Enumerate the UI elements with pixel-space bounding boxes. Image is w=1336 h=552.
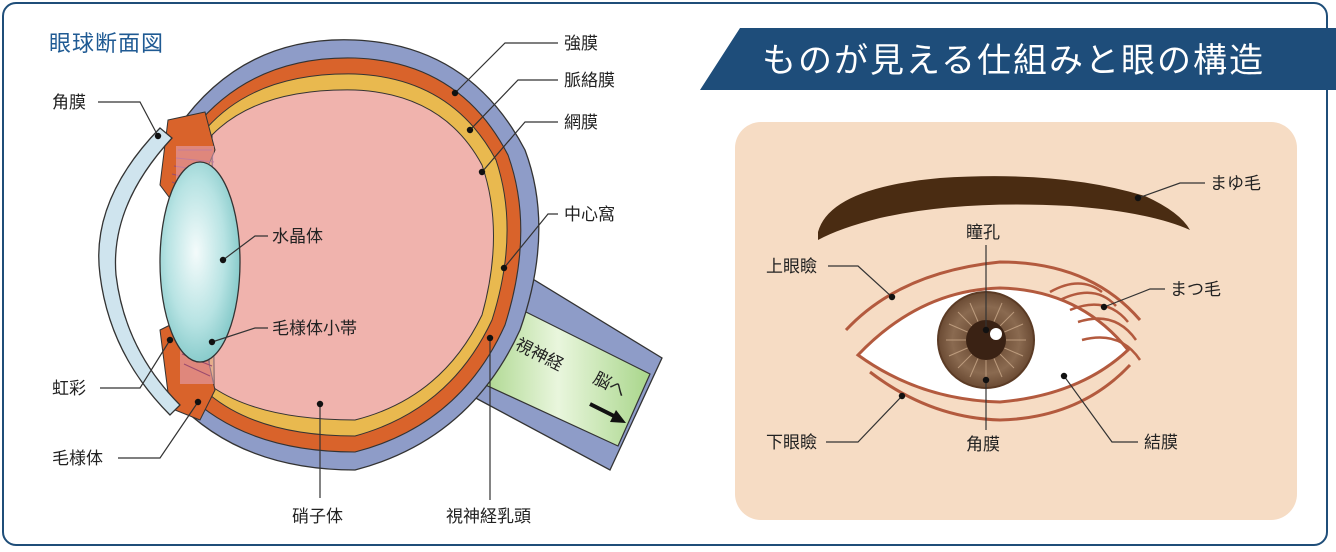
label-retina: 網膜 [564, 113, 598, 133]
label-eyebrow: まゆ毛 [1210, 174, 1261, 194]
lens [160, 162, 240, 362]
pupil-highlight [990, 328, 1002, 340]
label-iris: 虹彩 [52, 379, 86, 399]
label-zonule: 毛様体小帯 [272, 319, 357, 339]
label-optic-disc: 視神経乳頭 [446, 507, 531, 527]
label-sclera: 強膜 [564, 34, 598, 54]
label-upper-eyelid: 上眼瞼 [766, 256, 817, 277]
label-cornea-section: 角膜 [52, 93, 86, 113]
label-conjunctiva: 結膜 [1144, 433, 1178, 453]
eye-cross-section [99, 40, 662, 500]
label-eyelashes: まつ毛 [1170, 280, 1221, 300]
label-choroid: 脈絡膜 [564, 71, 615, 91]
label-pupil: 瞳孔 [966, 223, 1000, 243]
label-fovea: 中心窩 [564, 205, 615, 225]
label-ciliary-body: 毛様体 [52, 449, 103, 469]
label-lens: 水晶体 [272, 227, 323, 247]
label-lower-eyelid: 下眼瞼 [766, 432, 817, 453]
label-cornea-external: 角膜 [966, 435, 1000, 455]
label-vitreous: 硝子体 [292, 507, 343, 527]
